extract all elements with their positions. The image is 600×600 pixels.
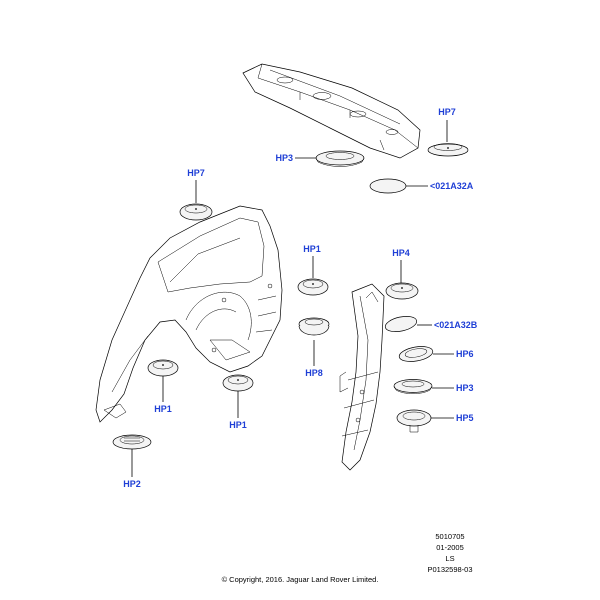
- plug-hp2: [112, 434, 152, 450]
- quarter-panel: [95, 205, 283, 423]
- copyright-notice: © Copyright, 2016. Jaguar Land Rover Lim…: [222, 575, 379, 584]
- grommet-hp3-top: [315, 150, 365, 167]
- callout-hp3-right: HP3: [456, 383, 474, 393]
- callout-021a32b: <021A32B: [434, 320, 478, 330]
- callout-hp4: HP4: [392, 248, 410, 258]
- plug-hp1-left: [147, 359, 179, 377]
- callout-hp1-center: HP1: [303, 244, 321, 254]
- roof-crossmember: [242, 63, 421, 159]
- ref-illustration-id: P0132598-03: [427, 565, 472, 574]
- ref-model: LS: [445, 554, 454, 563]
- callout-hp7-left: HP7: [187, 168, 205, 178]
- plug-hp8: [298, 317, 330, 336]
- plug-hp1-mid: [222, 374, 254, 392]
- pad-021a32a: [369, 178, 407, 194]
- plug-hp7-top-right: [427, 143, 469, 157]
- callout-hp7-top-right: HP7: [438, 107, 456, 117]
- callout-021a32a: <021A32A: [430, 181, 474, 191]
- plug-hp1-center: [297, 278, 329, 296]
- callout-hp6: HP6: [456, 349, 474, 359]
- callout-hp3-top: HP3: [275, 153, 293, 163]
- grommet-hp3-right: [393, 379, 433, 394]
- callout-hp8: HP8: [305, 368, 323, 378]
- ref-date: 01-2005: [436, 543, 464, 552]
- callout-hp5: HP5: [456, 413, 474, 423]
- callout-hp1-left: HP1: [154, 404, 172, 414]
- plug-hp4: [385, 282, 419, 300]
- ref-number: 5010705: [435, 532, 464, 541]
- plug-hp7-left: [179, 203, 213, 221]
- leader-lines: [131, 120, 454, 477]
- pad-021a32b: [384, 316, 418, 332]
- callout-hp1-mid: HP1: [229, 420, 247, 430]
- callout-hp2: HP2: [123, 479, 141, 489]
- plug-hp6: [398, 346, 434, 362]
- d-pillar: [339, 283, 385, 471]
- plug-hp5: [396, 409, 432, 433]
